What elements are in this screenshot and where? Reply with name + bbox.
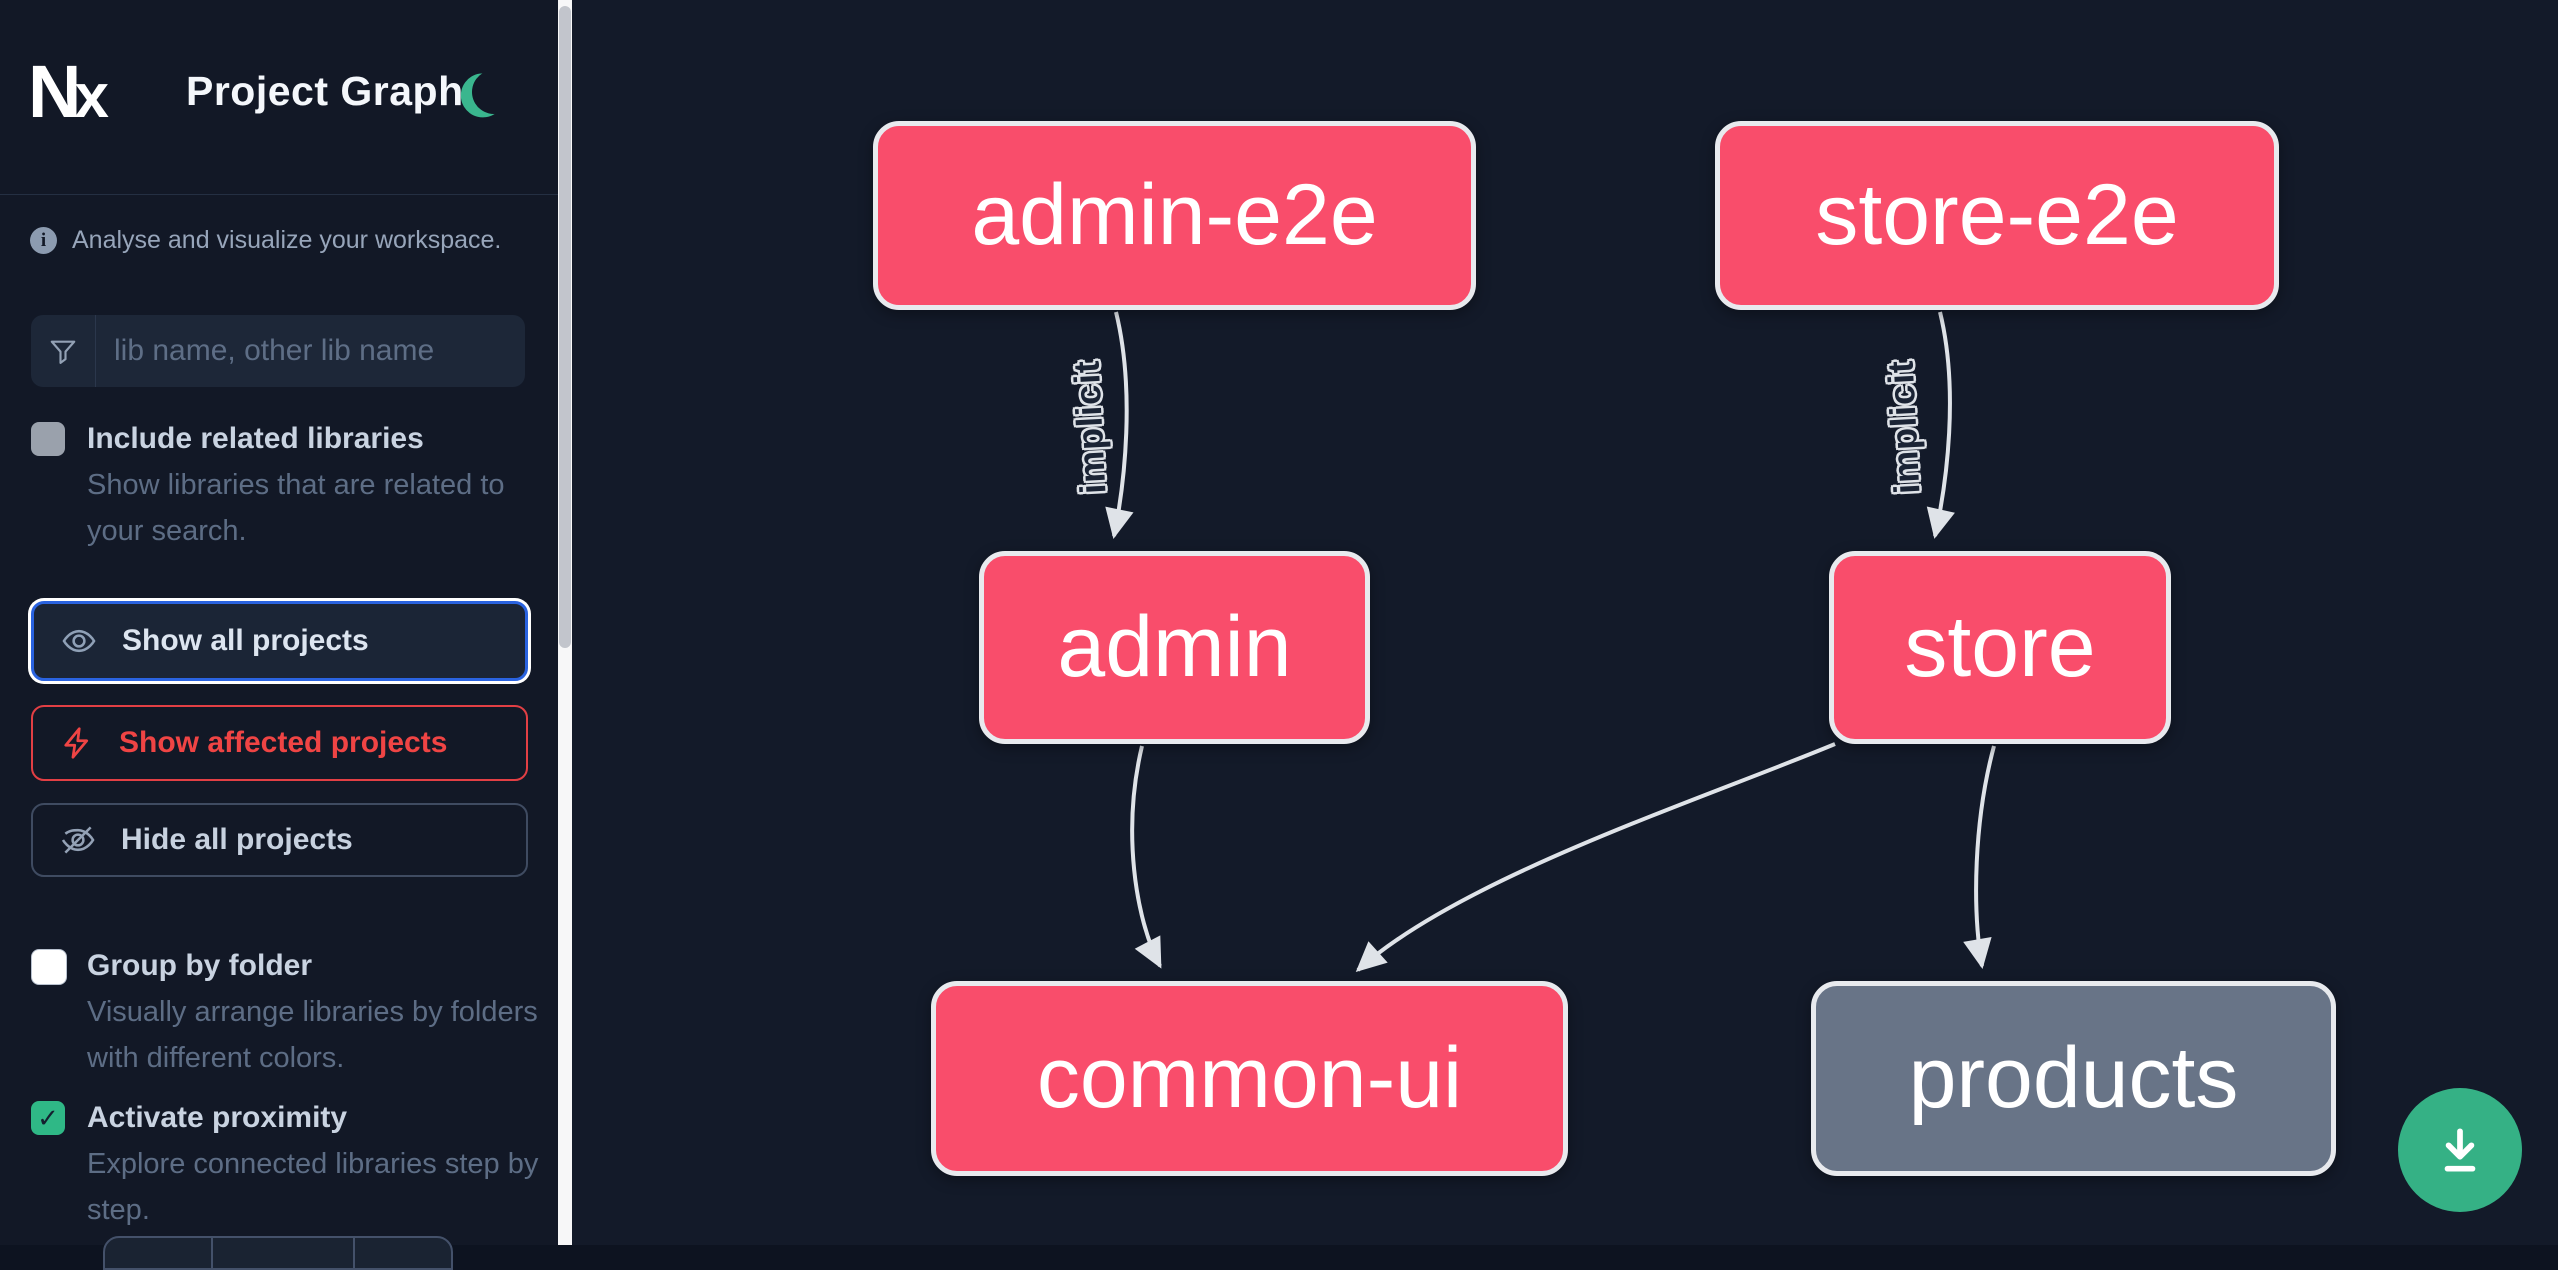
lightning-bolt-icon bbox=[64, 727, 89, 759]
dependency-edges bbox=[1105, 311, 1996, 973]
edge-label-implicit-admin: implicit bbox=[1065, 359, 1114, 496]
node-common-ui[interactable]: common-ui bbox=[931, 981, 1568, 1176]
sidebar-scrollbar-track bbox=[558, 0, 572, 1245]
dark-mode-moon-icon[interactable] bbox=[467, 65, 520, 118]
workspace-info: i Analyse and visualize your workspace. bbox=[30, 226, 501, 255]
group-by-folder-option: Group by folder Visually arrange librari… bbox=[31, 947, 538, 1081]
group-by-folder-label: Group by folder bbox=[87, 949, 312, 982]
show-affected-projects-button[interactable]: Show affected projects bbox=[31, 705, 528, 781]
node-admin-e2e[interactable]: admin-e2e bbox=[873, 121, 1476, 310]
include-related-checkbox[interactable] bbox=[31, 422, 65, 456]
node-store[interactable]: store bbox=[1829, 551, 2171, 744]
activate-proximity-description: Explore connected libraries step by step… bbox=[87, 1148, 539, 1226]
eye-off-icon bbox=[61, 826, 95, 854]
stepper-increment[interactable] bbox=[355, 1238, 451, 1268]
filter-search bbox=[31, 315, 525, 387]
sidebar: Nx Project Graph i Analyse and visualize… bbox=[0, 0, 558, 1270]
download-icon bbox=[2444, 1128, 2476, 1172]
project-graph-canvas[interactable]: implicit implicit admin-e2e store-e2e ad… bbox=[572, 0, 2558, 1245]
show-affected-projects-label: Show affected projects bbox=[119, 726, 448, 759]
show-all-projects-button[interactable]: Show all projects bbox=[31, 601, 528, 681]
node-products[interactable]: products bbox=[1811, 981, 2336, 1176]
sidebar-header: Nx Project Graph bbox=[0, 0, 558, 195]
activate-proximity-option: ✓ Activate proximity Explore connected l… bbox=[31, 1099, 538, 1233]
funnel-icon bbox=[31, 315, 96, 387]
search-input[interactable] bbox=[96, 315, 525, 387]
node-store-e2e[interactable]: store-e2e bbox=[1715, 121, 2279, 310]
group-by-folder-checkbox[interactable] bbox=[31, 949, 67, 985]
info-icon: i bbox=[30, 227, 57, 254]
check-icon: ✓ bbox=[37, 1102, 59, 1133]
edge-label-implicit-store: implicit bbox=[1879, 359, 1928, 496]
include-related-option: Include related libraries Show libraries… bbox=[31, 420, 536, 554]
proximity-degree-stepper-partial[interactable] bbox=[103, 1236, 453, 1270]
include-related-description: Show libraries that are related to your … bbox=[87, 469, 505, 547]
edge-store-to-products bbox=[1963, 745, 1996, 969]
edge-store-to-common-ui bbox=[1355, 742, 1836, 973]
nx-logo: Nx bbox=[28, 50, 109, 133]
download-image-button[interactable] bbox=[2398, 1088, 2522, 1212]
edge-admin-e2e-to-admin bbox=[1105, 311, 1134, 539]
stepper-decrement[interactable] bbox=[105, 1238, 213, 1268]
group-by-folder-description: Visually arrange libraries by folders wi… bbox=[87, 996, 538, 1074]
hide-all-projects-label: Hide all projects bbox=[121, 823, 353, 856]
activate-proximity-checkbox[interactable]: ✓ bbox=[31, 1101, 65, 1135]
stepper-value bbox=[213, 1238, 355, 1268]
activate-proximity-label: Activate proximity bbox=[87, 1101, 348, 1134]
page-title: Project Graph bbox=[186, 68, 464, 114]
edge-store-e2e-to-store bbox=[1926, 311, 1955, 539]
include-related-label: Include related libraries bbox=[87, 422, 424, 455]
show-all-projects-label: Show all projects bbox=[122, 624, 369, 657]
info-text: Analyse and visualize your workspace. bbox=[72, 226, 502, 254]
eye-icon bbox=[62, 629, 96, 653]
sidebar-scrollbar-thumb[interactable] bbox=[559, 6, 571, 648]
hide-all-projects-button[interactable]: Hide all projects bbox=[31, 803, 528, 877]
node-admin[interactable]: admin bbox=[979, 551, 1370, 744]
edge-admin-to-common-ui bbox=[1130, 745, 1162, 969]
